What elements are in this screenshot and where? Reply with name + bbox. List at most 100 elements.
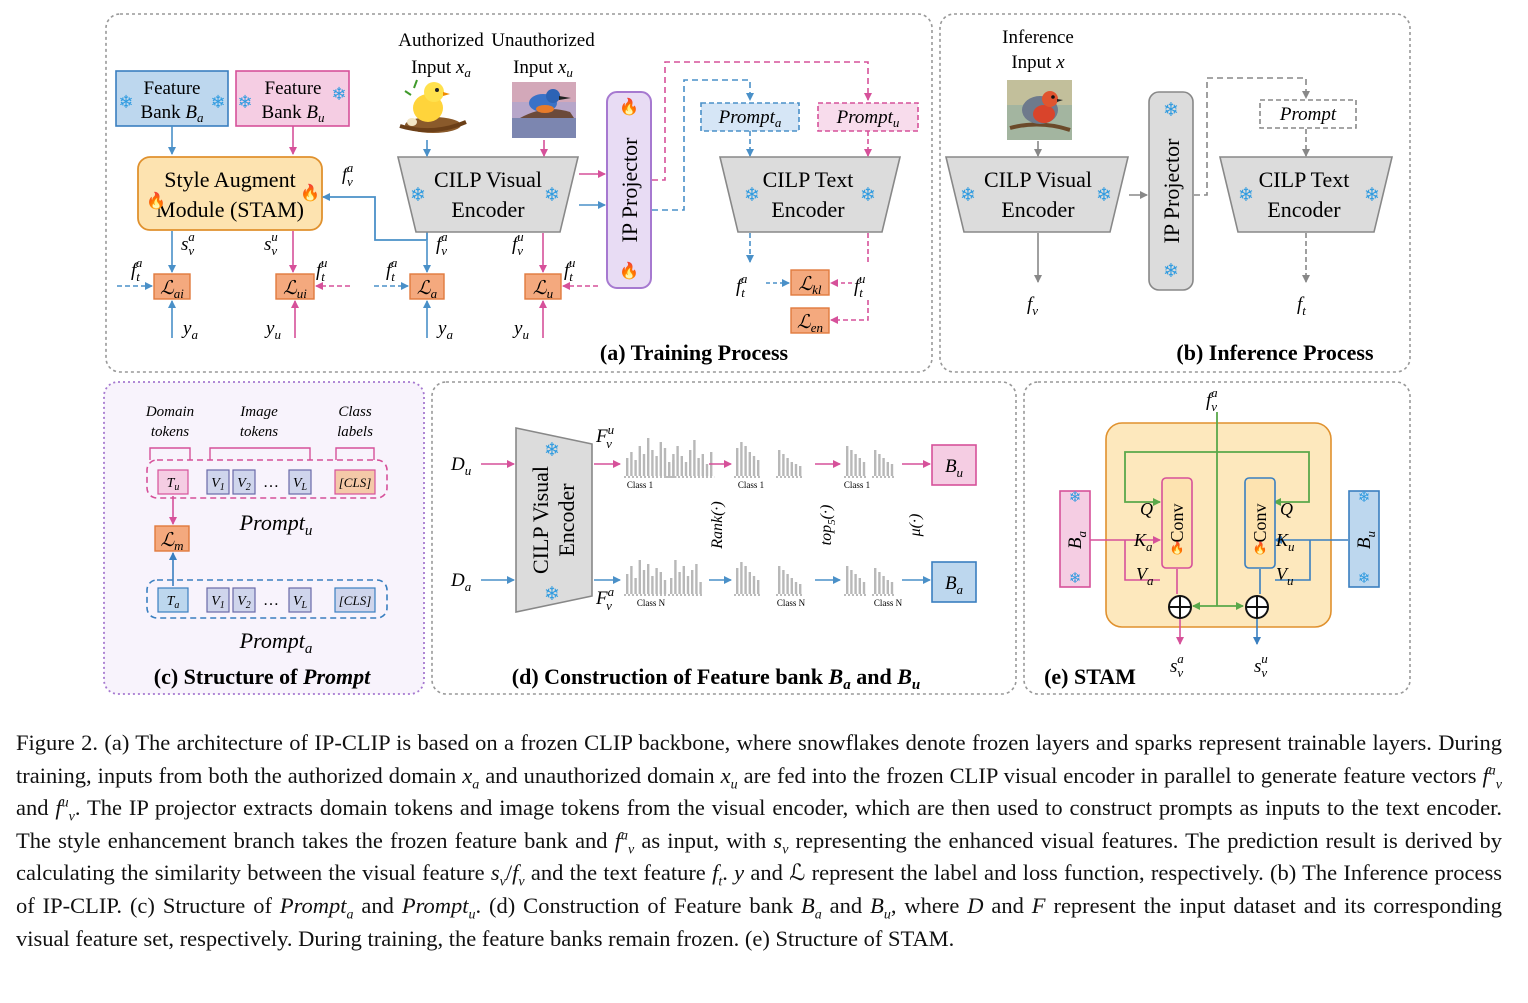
svg-text:ftu: ftu — [316, 255, 328, 284]
svg-text:Bank Bu: Bank Bu — [262, 102, 325, 125]
svg-text:Feature: Feature — [144, 78, 201, 99]
fire-icon: 🔥 — [300, 183, 320, 202]
histogram-bar — [691, 570, 694, 594]
stam-block — [1105, 422, 1332, 628]
histogram-bar — [878, 454, 881, 476]
conv-a — [1161, 477, 1193, 569]
panel-c: Domain tokens Image tokens Class labels … — [145, 404, 388, 689]
ip-projector-training — [606, 91, 652, 289]
svg-text:Domain: Domain — [145, 404, 194, 420]
bank-a-stam — [1059, 490, 1091, 588]
histogram-bar — [794, 464, 798, 476]
svg-text:Class N: Class N — [637, 598, 666, 608]
feature-bank-u — [235, 70, 350, 127]
histogram-bar — [850, 570, 853, 594]
histogram-bar — [638, 560, 641, 594]
svg-text:Style Augment: Style Augment — [164, 167, 295, 192]
histogram-bar — [752, 456, 756, 476]
histogram-bar — [693, 440, 696, 476]
histogram-bar — [680, 456, 683, 476]
loss-kl: ℒkl — [790, 269, 830, 297]
histogram-bar — [663, 580, 667, 594]
histogram-bar — [874, 450, 877, 476]
svg-text:Conv: Conv — [1167, 503, 1187, 542]
histogram-bar — [858, 578, 861, 594]
histogram-bar — [782, 570, 785, 594]
histogram-bar — [663, 448, 667, 476]
histogram-bar — [846, 446, 849, 476]
histogram-bar — [682, 566, 685, 594]
histogram-bar — [695, 564, 698, 594]
histogram-bar — [736, 568, 739, 594]
histogram-bar — [626, 458, 629, 476]
histogram-bar — [655, 456, 658, 476]
prompt-box-inference — [1259, 99, 1357, 129]
snowflake-icon: ❄ — [1096, 185, 1112, 206]
histogram-bar — [890, 464, 894, 476]
panel-c-title: (c) Structure of Prompt — [154, 664, 371, 689]
histogram-bar — [705, 464, 709, 476]
svg-text:fta: fta — [131, 255, 143, 284]
svg-text:IP Projector: IP Projector — [617, 137, 642, 243]
svg-text:Prompta: Prompta — [239, 628, 313, 657]
histogram-bar — [886, 580, 889, 594]
svg-text:Input xu: Input xu — [513, 57, 573, 80]
svg-text:labels: labels — [337, 424, 373, 440]
histogram-bar — [684, 462, 688, 476]
svg-text:Promptu: Promptu — [836, 107, 900, 130]
prompt-a-structure — [146, 579, 388, 619]
snowflake-icon: ❄ — [1163, 261, 1179, 282]
loss-ai: ℒai — [153, 273, 191, 301]
svg-text:ya: ya — [181, 318, 198, 342]
svg-text:ftu: ftu — [564, 255, 576, 284]
feature-histograms — [624, 438, 895, 596]
histogram-bar — [862, 462, 866, 476]
histogram-bar — [786, 458, 789, 476]
snowflake-icon: ❄ — [1358, 490, 1371, 506]
histogram-bar — [846, 566, 849, 594]
svg-text:ya: ya — [436, 318, 453, 342]
svg-text:yu: yu — [512, 318, 529, 342]
svg-text:Encoder: Encoder — [1001, 197, 1075, 222]
svg-text:svu: svu — [264, 229, 278, 258]
histogram-bar — [659, 442, 662, 476]
histogram-bar — [672, 460, 675, 476]
histogram-bar — [668, 464, 671, 476]
authorized-input-label: Authorized — [398, 30, 484, 51]
panel-a-frame — [105, 13, 933, 373]
histogram-bar — [862, 582, 866, 594]
svg-text:Class N: Class N — [777, 598, 806, 608]
histogram-bar — [778, 450, 781, 476]
visual-encoder-inference — [944, 156, 1130, 233]
fire-icon: 🔥 — [619, 261, 639, 280]
histogram-bar — [854, 574, 857, 594]
svg-text:fvu: fvu — [512, 229, 524, 258]
snowflake-icon: ❄ — [960, 185, 976, 206]
cls-token-u — [334, 469, 376, 495]
bank-u-output — [931, 444, 977, 486]
histogram-bar — [882, 576, 885, 594]
bank-a-output — [931, 561, 977, 603]
chick-image — [399, 79, 467, 133]
snowflake-icon: ❄ — [237, 92, 252, 112]
bank-u-stam — [1348, 490, 1380, 588]
svg-text:Class 1: Class 1 — [738, 480, 764, 490]
histogram-bar — [757, 460, 760, 476]
histogram-bar — [647, 438, 650, 476]
histogram-bar — [686, 576, 690, 594]
histogram-bar — [736, 448, 739, 476]
histogram-bar — [630, 566, 633, 594]
svg-text:Prompta: Prompta — [718, 107, 782, 130]
svg-text:Class N: Class N — [874, 598, 903, 608]
loss-ui: ℒui — [275, 273, 315, 301]
svg-text:ftu: ftu — [854, 271, 866, 300]
svg-text:Input x: Input x — [1011, 52, 1065, 73]
panel-b: Inference Input x CILP Visual Encoder ❄ … — [944, 27, 1394, 365]
loss-m — [154, 525, 190, 552]
svg-text:Encoder: Encoder — [451, 197, 525, 222]
svg-text:Da: Da — [450, 570, 472, 594]
histogram-bar — [642, 570, 646, 594]
svg-text:CILP Text: CILP Text — [1259, 167, 1350, 192]
histogram-bar — [850, 450, 853, 476]
